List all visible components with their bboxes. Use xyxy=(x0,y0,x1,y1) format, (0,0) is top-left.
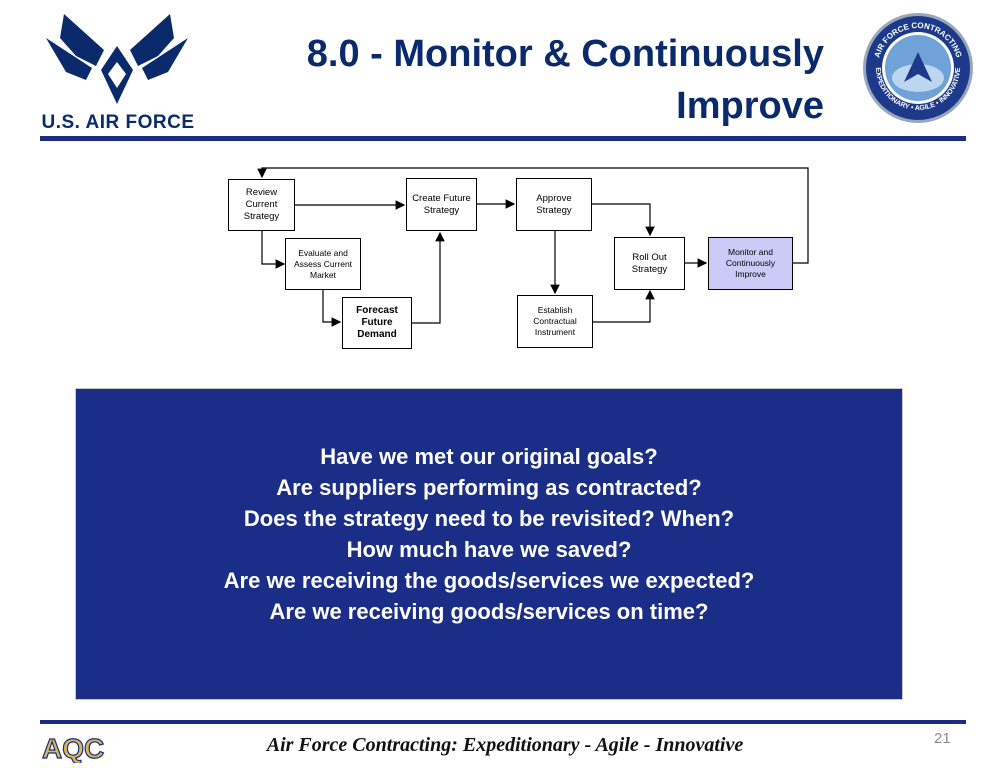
page-number: 21 xyxy=(934,730,951,747)
footer-divider xyxy=(40,720,966,724)
step-establish-contractual-instrument: Establish Contractual Instrument xyxy=(517,295,593,348)
svg-text:AQC: AQC xyxy=(42,733,104,763)
question-line: Are we receiving goods/services on time? xyxy=(269,599,709,624)
step-roll-out-strategy: Roll Out Strategy xyxy=(614,237,685,290)
step-create-future-strategy: Create Future Strategy xyxy=(406,178,477,231)
step-review-current-strategy: Review Current Strategy xyxy=(228,179,295,231)
questions-panel: Have we met our original goals? Are supp… xyxy=(75,388,903,700)
contracting-seal-icon: AIR FORCE CONTRACTING EXPEDITIONARY • AG… xyxy=(863,13,973,123)
footer-tagline: Air Force Contracting: Expeditionary - A… xyxy=(266,734,744,756)
question-line: How much have we saved? xyxy=(346,537,632,562)
step-monitor-continuously-improve: Monitor and Continuously Improve xyxy=(708,237,793,290)
air-force-logo-icon xyxy=(46,14,188,104)
page-title: 8.0 - Monitor & Continuously Improve xyxy=(224,28,824,132)
title-line-1: 8.0 - Monitor & Continuously xyxy=(306,33,824,75)
question-line: Have we met our original goals? xyxy=(320,444,658,469)
title-line-2: Improve xyxy=(676,85,824,127)
air-force-logo-text: U.S. AIR FORCE xyxy=(41,112,195,133)
question-line: Does the strategy need to be revisited? … xyxy=(243,506,735,531)
question-line: Are suppliers performing as contracted? xyxy=(276,475,702,500)
step-approve-strategy: Approve Strategy xyxy=(516,178,592,231)
step-evaluate-market: Evaluate and Assess Current Market xyxy=(285,238,361,290)
question-line: Are we receiving the goods/services we e… xyxy=(223,568,755,593)
step-forecast-demand: Forecast Future Demand xyxy=(342,297,412,349)
aqc-logo-icon: AQC xyxy=(41,732,104,763)
title-divider xyxy=(40,136,966,141)
